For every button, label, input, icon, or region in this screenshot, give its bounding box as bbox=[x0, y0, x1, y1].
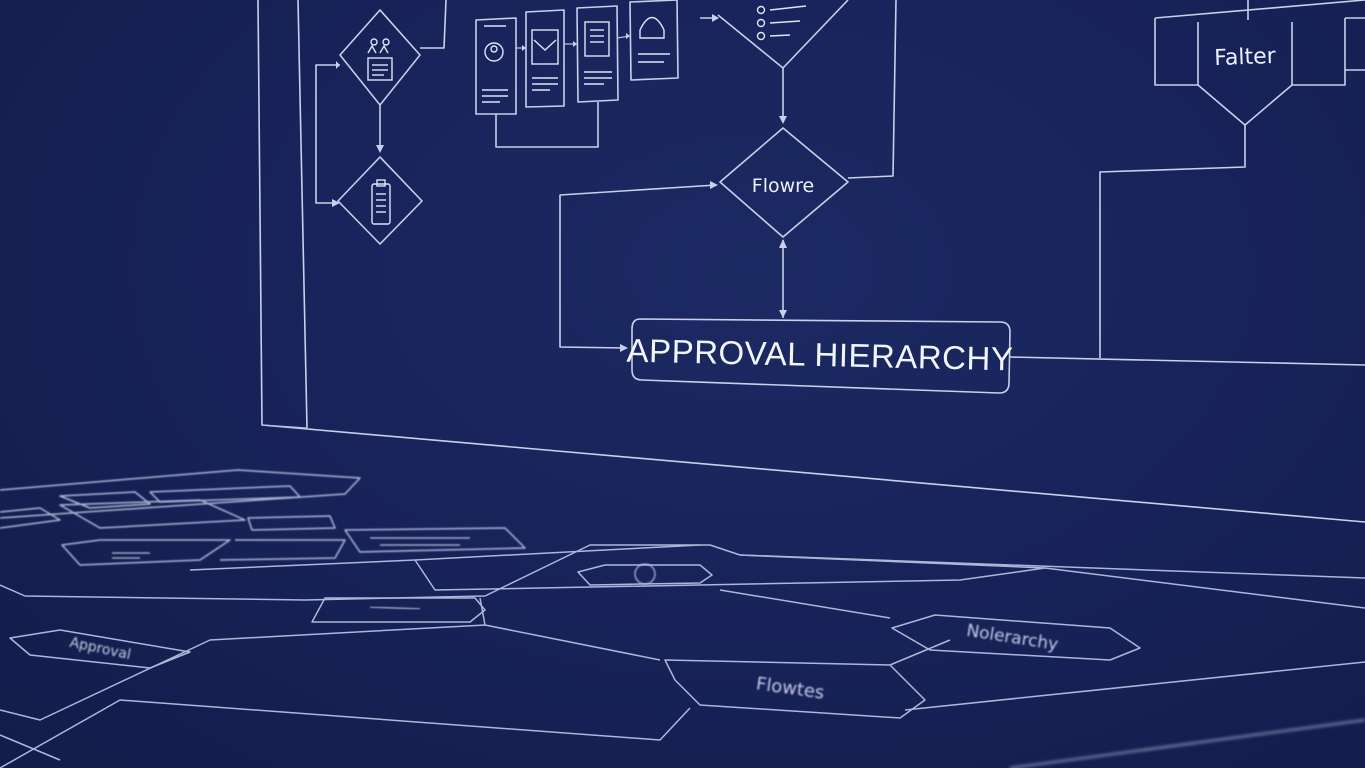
flowre-diamond bbox=[719, 127, 849, 238]
floor-cross-line bbox=[189, 544, 701, 571]
floor-foreground-line bbox=[1009, 719, 1365, 768]
wall-outer-edge bbox=[257, 0, 1365, 523]
process-card bbox=[475, 17, 517, 115]
arrow-head bbox=[620, 344, 628, 352]
arrow-head bbox=[779, 116, 787, 124]
wall-corner-line bbox=[261, 424, 308, 429]
approval-hierarchy-box bbox=[631, 318, 1011, 394]
flowre-label: Flowre bbox=[752, 175, 814, 197]
floor-big-line bbox=[0, 624, 661, 721]
floor-far-nodes bbox=[0, 469, 526, 566]
floor-right-hexagon: Nolerarchy bbox=[891, 614, 1141, 661]
floor-bottom-node: Flowtes bbox=[664, 639, 1365, 719]
floor-diagram: Approval Flowtes Nolerarchy bbox=[0, 469, 1365, 768]
floor-mid-shape bbox=[311, 597, 486, 623]
process-card-row bbox=[475, 0, 679, 148]
floor-panel bbox=[414, 554, 1046, 591]
card-return-line bbox=[495, 102, 599, 148]
arrow-head bbox=[710, 181, 718, 189]
floor-lower-line bbox=[0, 699, 691, 768]
floor-far-node bbox=[61, 539, 231, 566]
floor-bottom-label: Flowtes bbox=[755, 673, 826, 703]
floor-connector bbox=[479, 597, 486, 626]
floor-right-edge bbox=[1044, 567, 1365, 609]
floor-back-edge bbox=[0, 469, 361, 519]
floor-mid-node bbox=[311, 597, 486, 623]
checklist-diamond-outline bbox=[717, 0, 849, 69]
approval-right-line bbox=[1009, 356, 1365, 366]
user-card-icon bbox=[482, 25, 508, 103]
arrow-head bbox=[336, 61, 340, 69]
floor-left-tag-label: Approval bbox=[68, 635, 132, 664]
process-card bbox=[525, 9, 565, 108]
document-card-icon bbox=[531, 29, 559, 91]
wall-panel bbox=[257, 0, 1365, 523]
team-icon bbox=[367, 38, 393, 81]
loop-connector bbox=[315, 64, 340, 204]
floor-left-tag-shape bbox=[9, 629, 191, 669]
left-decision-column bbox=[315, 0, 447, 245]
process-card bbox=[576, 5, 619, 103]
approval-hierarchy-node: APPROVAL HIERARCHY bbox=[626, 125, 1365, 394]
floor-far-node bbox=[59, 491, 151, 509]
arrow-head bbox=[522, 45, 526, 51]
falter-outer-shape bbox=[1154, 18, 1346, 126]
floor-far-node bbox=[247, 515, 336, 531]
feedback-loop bbox=[559, 184, 717, 349]
floor-mid-text bbox=[369, 606, 421, 610]
floor-far-node bbox=[149, 485, 301, 503]
arrow-head bbox=[712, 14, 719, 22]
floor-center-icon bbox=[634, 563, 656, 585]
top-connector bbox=[420, 0, 447, 49]
floor-far-node bbox=[59, 499, 246, 529]
arrow-head bbox=[573, 41, 577, 47]
floor-mid-line bbox=[0, 544, 1365, 601]
approval-to-filter-line bbox=[1099, 125, 1246, 358]
checklist-diamond bbox=[700, 0, 849, 69]
falter-filter-node: Falter bbox=[1154, 0, 1365, 126]
falter-top-lines bbox=[1154, 0, 1365, 71]
floor-far-node bbox=[344, 527, 526, 553]
floor-diagonal bbox=[719, 589, 891, 619]
floor-center-node bbox=[577, 563, 713, 586]
floor-far-link bbox=[219, 539, 346, 561]
flowre-decision: Flowre bbox=[559, 0, 897, 352]
arrow-head bbox=[626, 33, 630, 39]
floor-bottom-links bbox=[889, 639, 1365, 711]
floor-right-hexagon-label: Nolerarchy bbox=[965, 621, 1060, 655]
approval-hierarchy-label: APPROVAL HIERARCHY bbox=[626, 332, 1014, 378]
clipboard-icon bbox=[371, 179, 391, 225]
floor-right-hexagon-shape bbox=[891, 614, 1141, 661]
arrow-head bbox=[332, 199, 340, 207]
wall-inner-edge bbox=[297, 0, 308, 429]
floor-far-node bbox=[0, 507, 61, 529]
arrow-head bbox=[779, 239, 787, 248]
floor-edge-line bbox=[0, 734, 61, 761]
arrow-head bbox=[376, 145, 384, 153]
falter-label: Falter bbox=[1214, 44, 1277, 71]
process-card bbox=[629, 0, 679, 81]
arrow-head bbox=[779, 310, 787, 318]
list-card-icon bbox=[584, 21, 612, 85]
lower-left-diamond bbox=[337, 156, 423, 245]
person-card-icon bbox=[638, 16, 670, 63]
falter-inner-lines bbox=[1197, 22, 1293, 85]
floor-center-shape bbox=[577, 564, 713, 586]
checklist-icon bbox=[756, 5, 807, 41]
flowre-right-line bbox=[847, 0, 897, 179]
